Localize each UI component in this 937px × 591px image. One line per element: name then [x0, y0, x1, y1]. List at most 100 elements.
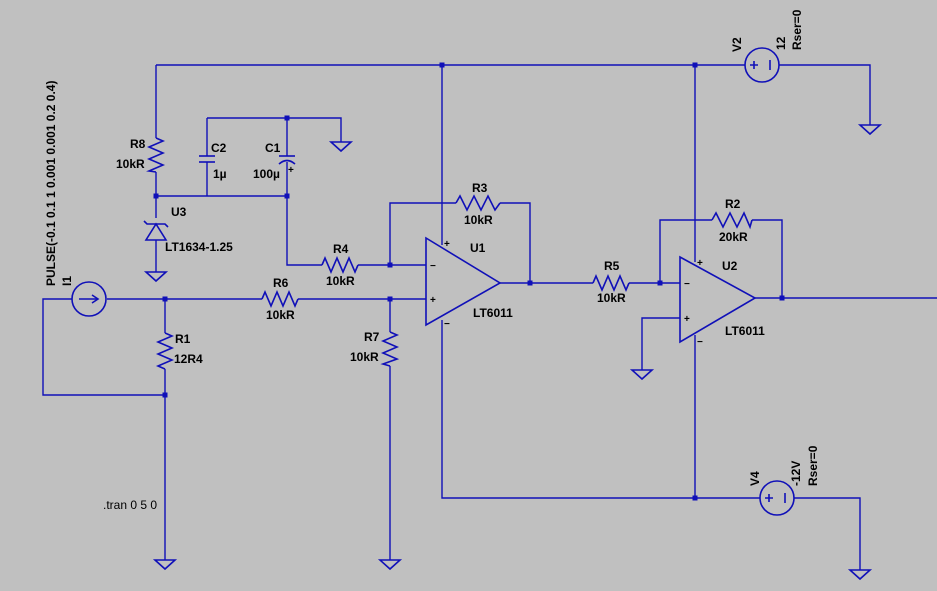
wire-r3-feedback — [389, 202, 456, 265]
opamp-u2[interactable]: − + + − — [679, 255, 757, 348]
voltage-source-v2[interactable] — [744, 47, 780, 83]
u1-pin-minus: − — [430, 261, 436, 272]
r3-value-label: 10kR — [464, 213, 493, 227]
junction — [692, 495, 698, 501]
c1-value-label: 100µ — [253, 167, 280, 181]
wires — [42, 64, 937, 570]
resistor-r7[interactable] — [380, 331, 400, 367]
junction — [439, 62, 445, 68]
u1-ref-label: U1 — [470, 241, 486, 255]
resistor-r3[interactable] — [455, 194, 501, 212]
wire-v2-right — [779, 64, 871, 125]
ground-symbol — [377, 559, 403, 571]
reference-diode-u3[interactable] — [143, 220, 169, 241]
u3-triangle — [144, 222, 168, 241]
u2-vplus-mark: + — [697, 258, 703, 269]
ground-symbol — [152, 559, 178, 571]
resistor-r4[interactable] — [321, 255, 359, 275]
resistor-r6[interactable] — [261, 289, 299, 309]
ground-symbol — [328, 141, 354, 153]
v4-value-label: -12V — [789, 461, 803, 486]
u1-vminus-mark: − — [444, 319, 450, 330]
junction — [284, 115, 290, 121]
c2-value-label: 1µ — [213, 167, 227, 181]
wire-r3-out — [500, 202, 531, 283]
junction — [162, 392, 168, 398]
spice-directive[interactable]: .tran 0 5 0 — [103, 498, 157, 512]
v4-param-label: Rser=0 — [806, 445, 820, 486]
ground-symbol — [143, 271, 169, 283]
v4-ref-label: V4 — [748, 471, 762, 486]
resistor-r1[interactable] — [155, 332, 175, 370]
r8-value-label: 10kR — [116, 157, 145, 171]
i1-value-label: PULSE(-0.1 0.1 1 0.001 0.001 0.2 0.4) — [44, 81, 58, 286]
u2-pin-minus: − — [684, 279, 690, 290]
v2-ref-label: V2 — [730, 37, 744, 52]
r1-ref-label: R1 — [175, 332, 191, 346]
junction — [692, 62, 698, 68]
wire-cap-top — [207, 117, 342, 142]
u2-ref-label: U2 — [722, 259, 738, 273]
resistor-r8[interactable] — [146, 137, 166, 173]
u2-vminus-mark: − — [697, 337, 703, 348]
junction — [657, 280, 663, 286]
v2-value-label: 12 — [774, 36, 788, 50]
r5-ref-label: R5 — [604, 259, 620, 273]
u3-model-label: LT1634-1.25 — [165, 240, 233, 254]
wire-u1-vminus — [441, 320, 760, 499]
u1-model-label: LT6011 — [473, 306, 513, 320]
u2-model-label: LT6011 — [725, 324, 765, 338]
v2-param-label: Rser=0 — [790, 9, 804, 50]
u2-pin-plus: + — [684, 314, 690, 325]
i1-arrow-head — [91, 294, 100, 304]
junction — [284, 193, 290, 199]
u3-bar — [143, 220, 169, 228]
capacitor-c1[interactable]: + — [278, 155, 296, 176]
c1-polarity-plus: + — [288, 165, 294, 176]
capacitor-c2[interactable] — [199, 155, 215, 163]
junction — [153, 193, 159, 199]
junction — [527, 280, 533, 286]
r7-value-label: 10kR — [350, 350, 379, 364]
r7-ref-label: R7 — [364, 330, 380, 344]
r1-value-label: 12R4 — [174, 352, 203, 366]
wire-ref-to-r4 — [286, 196, 322, 266]
v4-plus-sign — [765, 494, 773, 502]
u1-vplus-mark: + — [444, 239, 450, 250]
junction — [162, 296, 168, 302]
i1-ref-label: I1 — [60, 276, 74, 286]
ground-symbol — [847, 569, 873, 581]
ground-symbol — [857, 124, 883, 136]
r2-value-label: 20kR — [719, 230, 748, 244]
wire-r2-out — [752, 219, 783, 298]
voltage-source-v4[interactable] — [759, 480, 795, 516]
c2-ref-label: C2 — [211, 141, 227, 155]
resistor-r5[interactable] — [592, 273, 630, 293]
wire-r2-feedback — [659, 219, 712, 283]
u1-pin-plus: + — [430, 295, 436, 306]
i1-circle — [71, 281, 107, 317]
junctions — [153, 62, 785, 501]
current-source-i1[interactable] — [71, 281, 107, 317]
r4-value-label: 10kR — [326, 274, 355, 288]
wire-u2-noninv — [641, 317, 680, 370]
v4-circle — [759, 480, 795, 516]
r8-ref-label: R8 — [130, 137, 146, 151]
ground-symbol — [629, 369, 655, 381]
r3-ref-label: R3 — [472, 181, 488, 195]
opamp-u1[interactable]: − + + − — [425, 236, 502, 330]
v2-circle — [744, 47, 780, 83]
resistor-r2[interactable] — [711, 211, 753, 230]
r5-value-label: 10kR — [597, 291, 626, 305]
wire-i1-left — [42, 298, 165, 396]
c1-ref-label: C1 — [265, 141, 281, 155]
r6-value-label: 10kR — [266, 308, 295, 322]
c1-plate-bottom — [278, 159, 296, 165]
r6-ref-label: R6 — [273, 276, 289, 290]
u1-triangle — [425, 236, 502, 327]
wire-v4-right — [794, 497, 861, 570]
r2-ref-label: R2 — [725, 197, 741, 211]
junction — [387, 296, 393, 302]
v2-plus-sign — [750, 61, 758, 69]
